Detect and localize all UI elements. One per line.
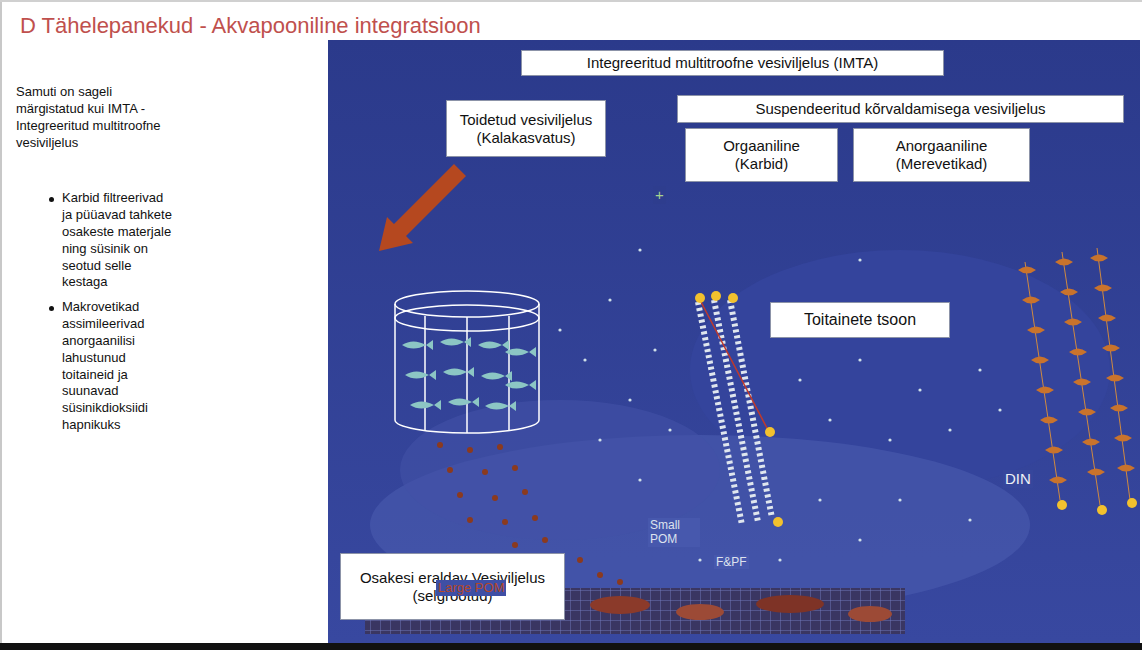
fish: [402, 337, 536, 411]
flow-label: DIN: [1003, 470, 1033, 488]
box-label: Toitainete tsoon: [804, 310, 916, 329]
box-label: Suspendeeritud kõrvaldamisega vesiviljel…: [755, 100, 1045, 118]
bullet-dot: [49, 306, 54, 311]
sea-panel: [328, 40, 1140, 643]
seaweed: [1018, 248, 1137, 515]
intro-text: Samuti on sageli märgistatud kui IMTA - …: [16, 84, 176, 152]
text-box: Integreeritud multitroofne vesiviljelus …: [521, 50, 944, 76]
text-box: Orgaaniline (Karbid): [685, 128, 838, 182]
flow-label: F&PF: [714, 555, 749, 569]
slide-border: [0, 0, 1142, 2]
feed-arrow: [379, 164, 466, 251]
bullet-text: Karbid filtreerivad ja püüavad tahkete o…: [62, 190, 174, 291]
bottom-bar: [0, 643, 1142, 650]
text-box: Suspendeeritud kõrvaldamisega vesiviljel…: [677, 95, 1124, 123]
text-box: Toitainete tsoon: [770, 302, 950, 338]
plus-sign: +: [653, 186, 666, 204]
box-label: Anorgaaniline (Merevetikad): [882, 137, 1002, 173]
box-label: Toidetud vesiviljelus (Kalakasvatus): [453, 111, 599, 147]
text-box: Anorgaaniline (Merevetikad): [853, 128, 1030, 182]
flow-label: Large POM: [436, 580, 506, 596]
box-label: Orgaaniline (Karbid): [712, 137, 812, 173]
bullet-dot: [49, 197, 54, 202]
box-label: Integreeritud multitroofne vesiviljelus …: [587, 54, 879, 72]
text-box: Toidetud vesiviljelus (Kalakasvatus): [446, 100, 606, 157]
small-particles: [558, 248, 1001, 561]
slide-border: [0, 0, 2, 643]
flow-label: Small POM: [648, 518, 700, 547]
bullet-text: Makrovetikad assimileerivad anorgaanilis…: [62, 299, 174, 434]
slide-title: D Tähelepanekud - Akvapooniline integrat…: [20, 13, 481, 39]
fish-cage: [395, 291, 539, 433]
